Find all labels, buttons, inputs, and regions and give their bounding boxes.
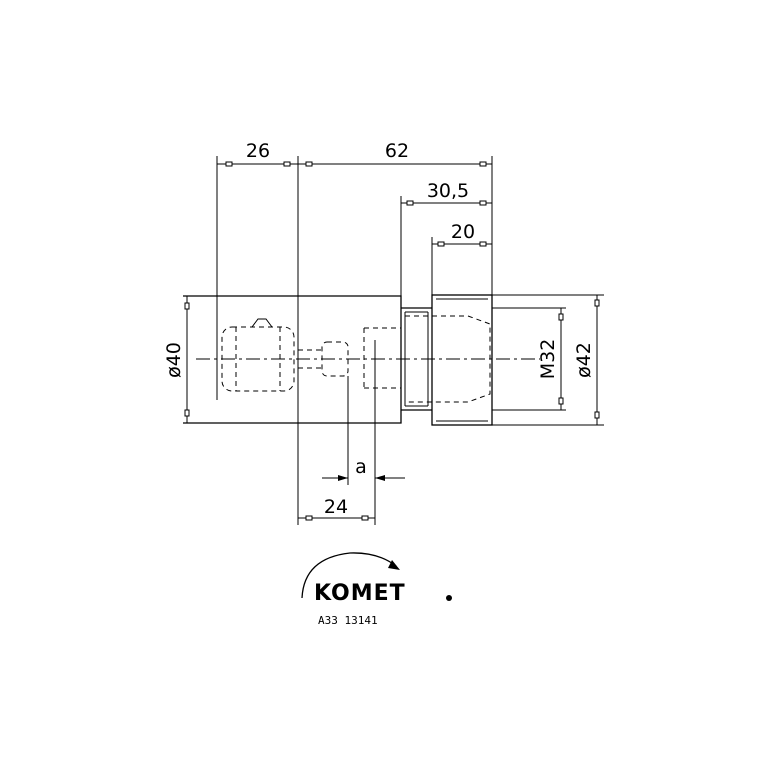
dim-label-62: 62 xyxy=(385,140,409,162)
dim-label-26: 26 xyxy=(246,140,270,162)
dim-label-20: 20 xyxy=(451,221,475,243)
dim-label-a: a xyxy=(355,456,367,478)
dimension-d40: ø40 xyxy=(163,295,196,424)
dim-label-m32: M32 xyxy=(537,339,559,380)
dimension-30-5: 30,5 xyxy=(400,180,492,308)
dimension-24: 24 xyxy=(298,496,375,521)
komet-logo: KOMET A33 13141 xyxy=(301,552,452,627)
dim-label-d40: ø40 xyxy=(163,342,185,378)
hidden-pocket xyxy=(221,318,295,392)
hidden-bore xyxy=(298,327,401,389)
dimension-d42: ø42 xyxy=(492,294,604,426)
dim-label-d42: ø42 xyxy=(573,342,595,378)
dimension-a: a xyxy=(322,340,405,525)
part-body xyxy=(183,294,493,426)
logo-brand-text: KOMET xyxy=(314,581,406,606)
dimension-26-62: 26 62 xyxy=(216,140,493,525)
dimension-20: 20 xyxy=(431,221,492,295)
dim-label-24: 24 xyxy=(324,496,348,518)
logo-code-text: A33 13141 xyxy=(318,614,378,627)
dim-label-30-5: 30,5 xyxy=(427,180,469,202)
dimension-m32: M32 xyxy=(492,307,566,411)
